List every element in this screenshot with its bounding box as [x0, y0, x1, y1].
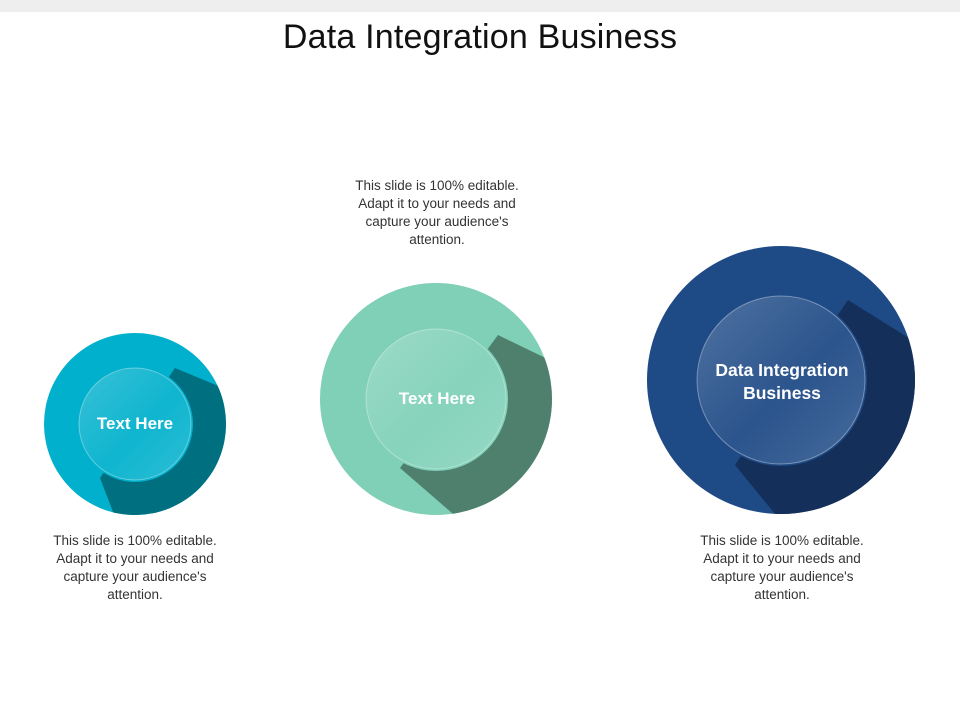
circle-2-label: Text Here: [398, 389, 476, 408]
caption-3: This slide is 100% editable. Adapt it to…: [700, 533, 864, 602]
caption-2: This slide is 100% editable. Adapt it to…: [355, 178, 519, 247]
circle-2-gloss: [365, 328, 507, 470]
circle-1-gloss: [78, 367, 192, 481]
circle-1: [44, 333, 226, 515]
circle-1-label: Text Here: [96, 414, 174, 433]
slide-title: Data Integration Business: [282, 18, 678, 56]
circle-3-label: Data Integration Business: [715, 360, 849, 403]
circle-3-gloss: [696, 295, 866, 465]
circle-3: [647, 246, 915, 514]
caption-1: This slide is 100% editable. Adapt it to…: [53, 533, 217, 602]
circle-2: [320, 283, 552, 515]
top-strip: [0, 0, 960, 12]
